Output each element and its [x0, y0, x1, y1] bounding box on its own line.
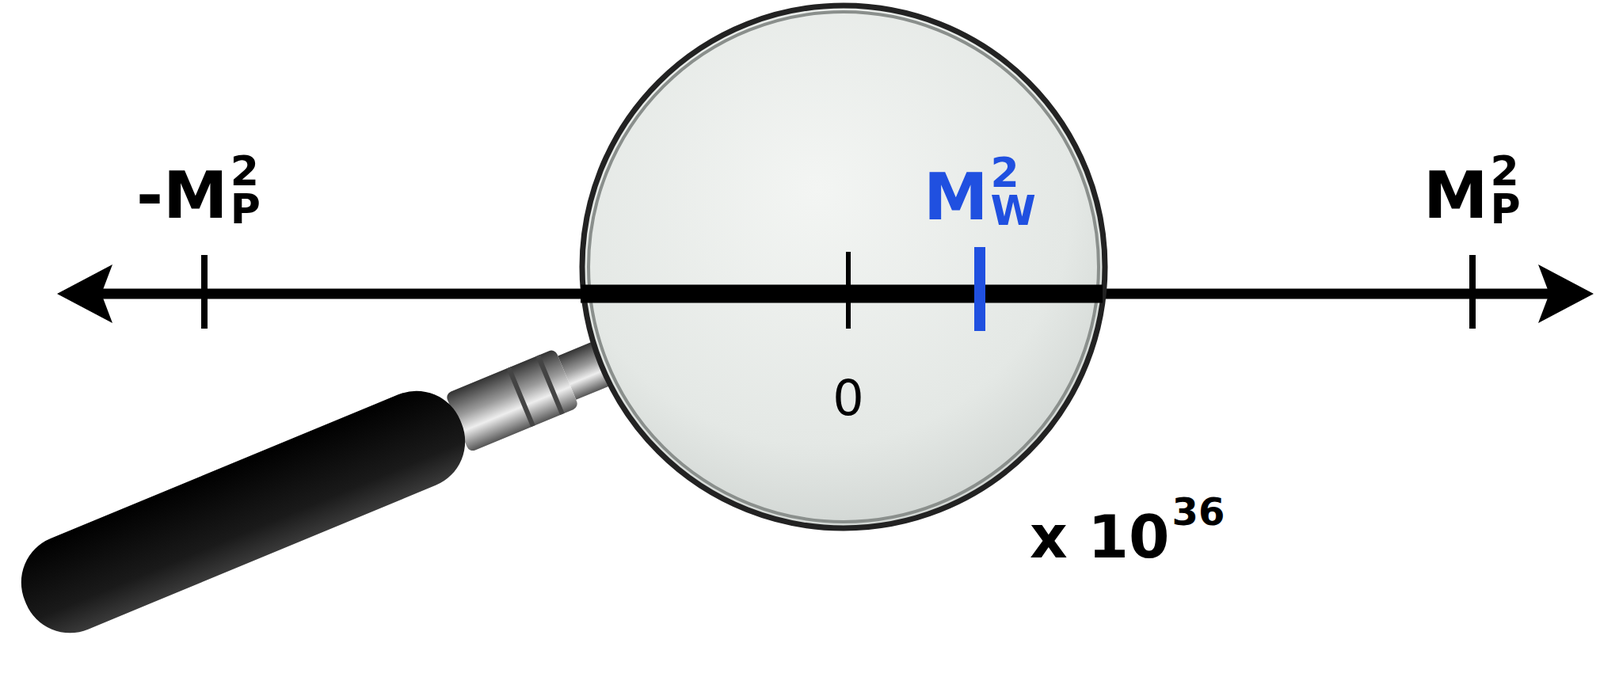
- superscript: 2: [990, 154, 1037, 193]
- weak-scale-tick: [974, 247, 986, 332]
- tick-mark: [201, 255, 208, 329]
- magnified-axis: [580, 285, 1103, 304]
- axis-label: 0: [832, 373, 864, 423]
- subscript: P: [230, 190, 261, 229]
- subscript: W: [990, 192, 1037, 231]
- label-text: x 10: [1029, 507, 1170, 567]
- axis-line: [79, 289, 1573, 300]
- magnifier-lens: [582, 5, 1105, 529]
- label-text: -M: [136, 163, 229, 229]
- axis-arrowhead: [57, 264, 113, 324]
- magnifier-ferrule: [445, 348, 580, 453]
- lens-rim: [588, 11, 1099, 522]
- label-text: M: [923, 164, 989, 230]
- zero-tick: [845, 251, 851, 329]
- tick-mark: [1469, 255, 1476, 329]
- subscript: P: [1490, 190, 1521, 229]
- ferrule-ring: [535, 354, 564, 416]
- axis-label: M2W: [923, 154, 1037, 231]
- index-stack: 2W: [990, 154, 1037, 231]
- magnifier-handle: [6, 314, 630, 648]
- magnifier-grip: [6, 376, 480, 648]
- superscript: 2: [1490, 152, 1521, 191]
- label-text: M: [1423, 163, 1489, 229]
- ferrule-ring: [506, 366, 536, 427]
- axis-label: -M2P: [136, 152, 261, 229]
- index-stack: 36: [1171, 494, 1225, 530]
- superscript: 2: [230, 152, 261, 191]
- index-stack: 2P: [230, 152, 261, 229]
- index-stack: 2P: [1490, 152, 1521, 229]
- axis-label: x 1036: [1029, 507, 1225, 567]
- axis-arrowhead: [1538, 264, 1594, 324]
- label-text: 0: [832, 373, 864, 423]
- superscript: 36: [1171, 494, 1225, 530]
- axis-label: M2P: [1423, 152, 1521, 229]
